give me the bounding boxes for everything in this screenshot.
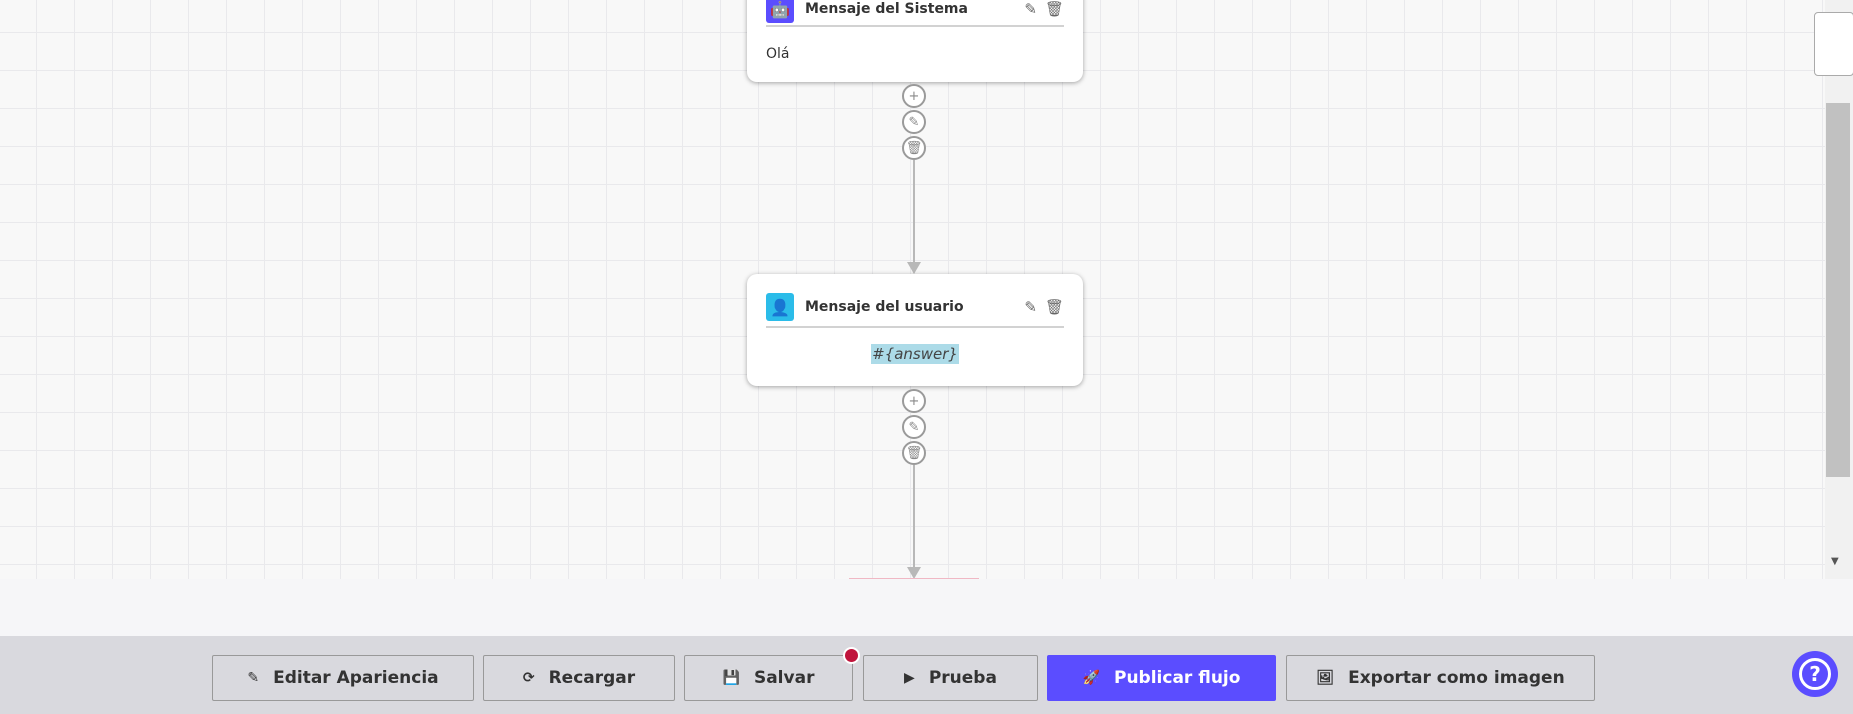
trash-icon[interactable]: 🗑 bbox=[1044, 298, 1064, 316]
node-user-message[interactable]: 👤 Mensaje del usuario ✎ 🗑 #{answer} bbox=[747, 274, 1083, 386]
edit-icon[interactable]: ✎ bbox=[1024, 0, 1037, 18]
button-label: Prueba bbox=[928, 668, 997, 688]
refresh-icon: ⟳ bbox=[522, 670, 535, 686]
edit-appearance-button[interactable]: ✎ Editar Apariencia bbox=[212, 655, 474, 701]
unsaved-indicator bbox=[843, 647, 860, 664]
image-icon: 🖼 bbox=[1316, 670, 1335, 686]
play-icon: ▶ bbox=[904, 670, 915, 686]
rocket-icon: 🚀 bbox=[1082, 670, 1100, 686]
add-node-button[interactable]: + bbox=[902, 389, 926, 413]
export-image-button[interactable]: 🖼 Exportar como imagen bbox=[1286, 655, 1595, 701]
test-button[interactable]: ▶ Prueba bbox=[863, 655, 1038, 701]
question-icon: ? bbox=[1799, 658, 1831, 690]
connector-line bbox=[913, 160, 915, 264]
add-node-button[interactable]: + bbox=[902, 84, 926, 108]
help-button[interactable]: ? bbox=[1792, 651, 1838, 697]
connector-line bbox=[913, 465, 915, 569]
button-label: Recargar bbox=[548, 668, 636, 688]
save-button[interactable]: 💾 Salvar bbox=[684, 655, 853, 701]
delete-node-button[interactable]: 🗑 bbox=[902, 136, 926, 160]
delete-node-button[interactable]: 🗑 bbox=[902, 441, 926, 465]
publish-flow-button[interactable]: 🚀 Publicar flujo bbox=[1047, 655, 1276, 701]
node-system-message[interactable]: 🤖 Mensaje del Sistema ✎ 🗑 Olá bbox=[747, 0, 1083, 82]
save-icon: 💾 bbox=[722, 670, 740, 686]
node-title: Mensaje del Sistema bbox=[805, 1, 968, 17]
robot-icon: 🤖 bbox=[766, 0, 794, 23]
scroll-down-arrow[interactable]: ▼ bbox=[1831, 556, 1839, 567]
connector-arrow bbox=[907, 567, 921, 579]
button-label: Exportar como imagen bbox=[1348, 668, 1565, 688]
button-label: Editar Apariencia bbox=[273, 668, 439, 688]
minimap-box[interactable] bbox=[1814, 12, 1853, 76]
vertical-scrollbar[interactable]: ▼ bbox=[1825, 0, 1853, 579]
connector-arrow bbox=[907, 262, 921, 274]
edit-node-button[interactable]: ✎ bbox=[902, 415, 926, 439]
reload-button[interactable]: ⟳ Recargar bbox=[483, 655, 675, 701]
edit-icon[interactable]: ✎ bbox=[1024, 298, 1037, 316]
edit-icon: ✎ bbox=[247, 670, 260, 686]
button-label: Publicar flujo bbox=[1113, 668, 1241, 688]
flow-canvas[interactable]: 🤖 Mensaje del Sistema ✎ 🗑 Olá + ✎ 🗑 👤 Me… bbox=[0, 0, 1825, 579]
button-label: Salvar bbox=[753, 668, 815, 688]
node-content: Olá bbox=[766, 46, 790, 62]
trash-icon[interactable]: 🗑 bbox=[1044, 0, 1064, 18]
node-title: Mensaje del usuario bbox=[805, 299, 964, 315]
edit-node-button[interactable]: ✎ bbox=[902, 110, 926, 134]
scrollbar-thumb[interactable] bbox=[1826, 103, 1850, 477]
next-node-edge bbox=[849, 578, 979, 579]
user-icon: 👤 bbox=[766, 293, 794, 321]
node-content: #{answer} bbox=[871, 344, 959, 364]
